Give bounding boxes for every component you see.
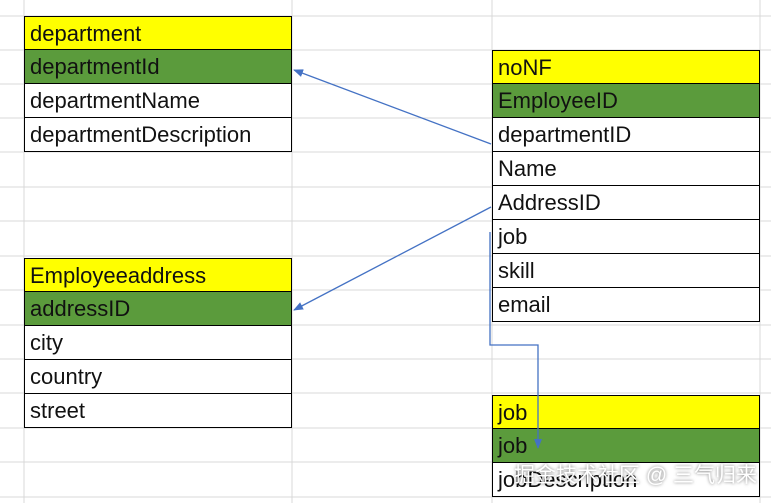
watermark: 掘金技术社区 @ 三气归来 <box>514 464 757 487</box>
nonf-email-cell[interactable]: email <box>492 288 760 322</box>
nonf-table-title[interactable]: noNF <box>492 50 760 84</box>
employeeaddress-table: Employeeaddress addressID city country s… <box>24 258 292 428</box>
nonf-job-cell[interactable]: job <box>492 220 760 254</box>
country-cell[interactable]: country <box>24 360 292 394</box>
department-table-title[interactable]: department <box>24 16 292 50</box>
department-description-cell[interactable]: departmentDescription <box>24 118 292 152</box>
nonf-skill-cell[interactable]: skill <box>492 254 760 288</box>
job-table-title[interactable]: job <box>492 395 760 429</box>
employeeaddress-table-title[interactable]: Employeeaddress <box>24 258 292 292</box>
job-key-cell[interactable]: job <box>492 429 760 463</box>
nonf-name-cell[interactable]: Name <box>492 152 760 186</box>
city-cell[interactable]: city <box>24 326 292 360</box>
nonf-address-id-cell[interactable]: AddressID <box>492 186 760 220</box>
employee-id-cell[interactable]: EmployeeID <box>492 84 760 118</box>
department-id-cell[interactable]: departmentId <box>24 50 292 84</box>
nonf-table: noNF EmployeeID departmentID Name Addres… <box>492 50 760 322</box>
address-id-cell[interactable]: addressID <box>24 292 292 326</box>
job-description-cell[interactable]: jobDescription <box>492 463 760 497</box>
department-table: department departmentId departmentName d… <box>24 16 292 152</box>
street-cell[interactable]: street <box>24 394 292 428</box>
department-name-cell[interactable]: departmentName <box>24 84 292 118</box>
nonf-department-id-cell[interactable]: departmentID <box>492 118 760 152</box>
